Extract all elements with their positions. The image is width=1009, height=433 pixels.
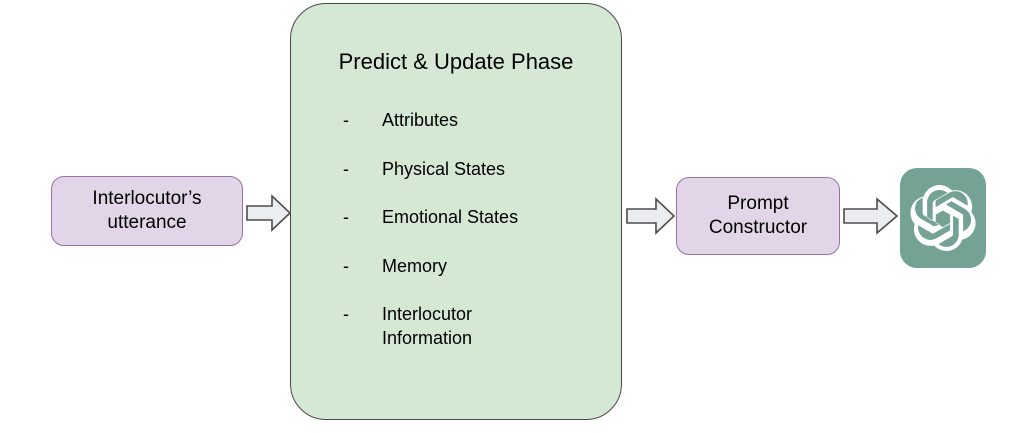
bullet-label-emotional-states: Emotional States <box>382 207 519 227</box>
phase-title: Predict & Update Phase <box>338 49 574 74</box>
openai-logo-icon <box>910 185 976 251</box>
node-prompt-constructor-label: Prompt Constructor <box>708 192 808 238</box>
arrow-phase-to-prompt <box>626 197 676 235</box>
bullet-label-attributes: Attributes <box>382 110 459 130</box>
arrow-input-to-phase <box>246 194 292 232</box>
node-predict-update-phase[interactable] <box>290 3 622 420</box>
bullet-marker-attributes: - <box>343 110 349 130</box>
node-prompt-constructor[interactable]: Prompt Constructor <box>676 177 840 255</box>
arrow-prompt-to-model <box>843 197 899 235</box>
bullet-marker-emotional-states: - <box>343 207 349 227</box>
node-interlocutor-utterance-label: Interlocutor’s utterance <box>92 187 202 233</box>
bullet-label-physical-states: Physical States <box>382 159 506 179</box>
bullet-marker-physical-states: - <box>343 159 349 179</box>
node-interlocutor-utterance[interactable]: Interlocutor’s utterance <box>51 176 243 246</box>
bullet-marker-interlocutor-information: - <box>343 304 349 324</box>
bullet-marker-memory: - <box>343 256 349 276</box>
bullet-label-interlocutor-information: Interlocutor Information <box>382 304 473 348</box>
node-chatgpt-model[interactable] <box>900 168 986 268</box>
bullet-label-memory: Memory <box>382 256 448 276</box>
